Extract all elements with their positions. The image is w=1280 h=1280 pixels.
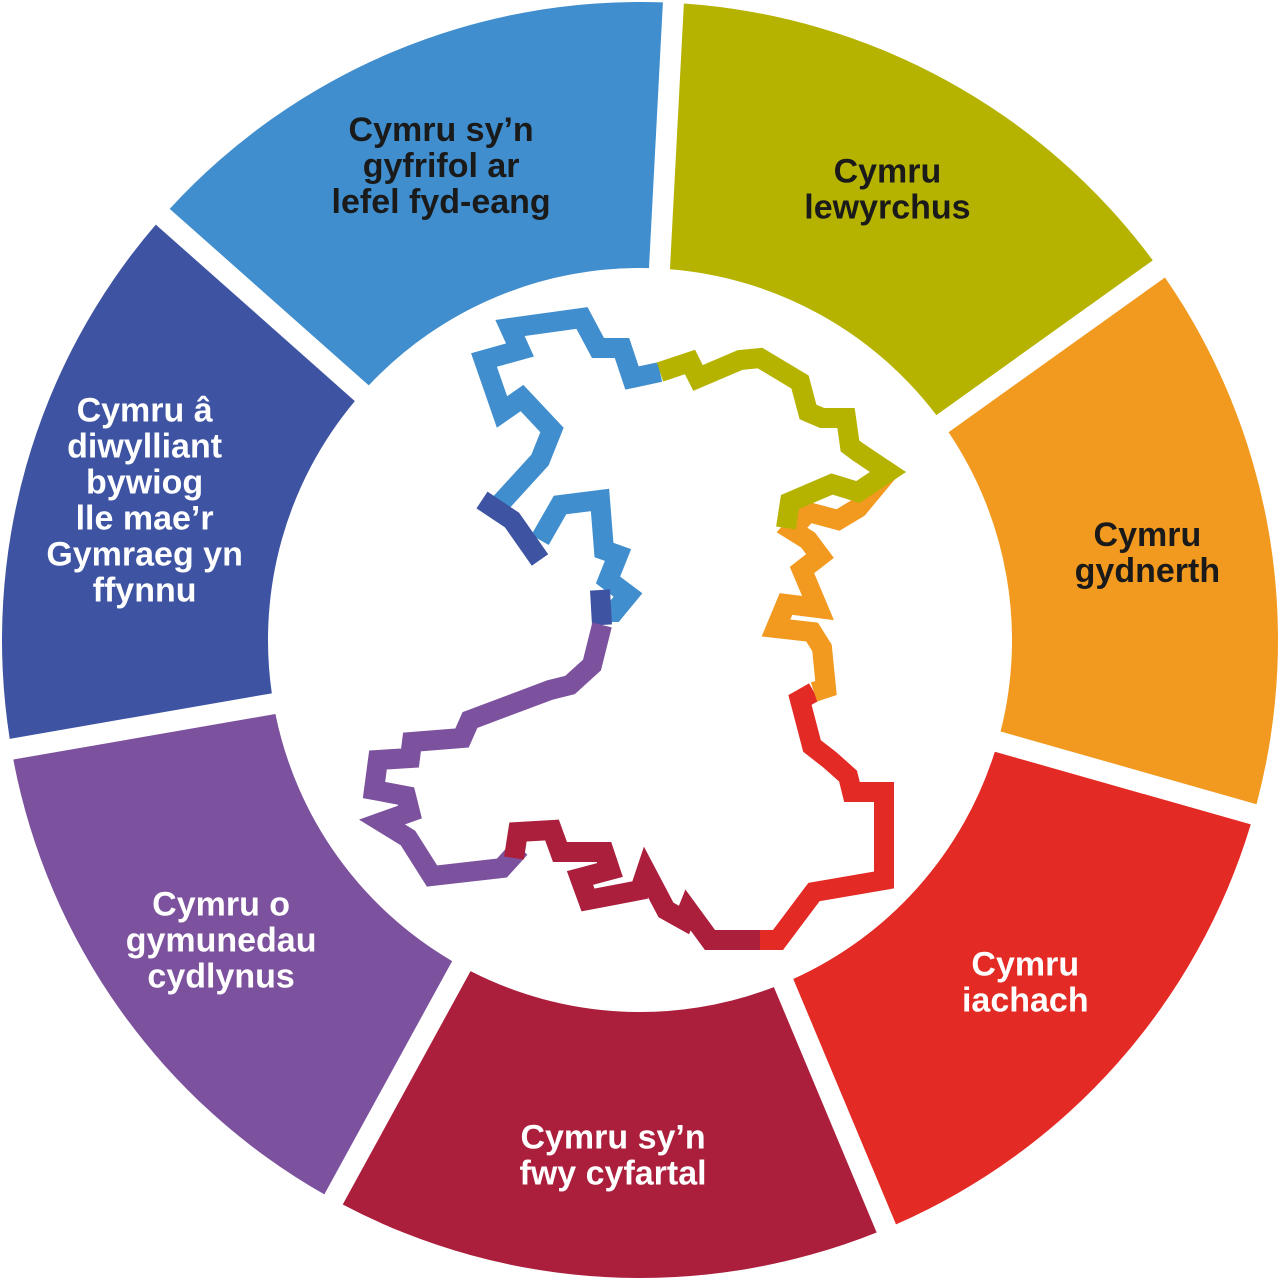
segment-label-line: lewyrchus (804, 188, 970, 226)
segment-culture (1, 224, 355, 739)
segment-label-line: Cymru sy’n (349, 111, 534, 149)
map-section-culture-2 (590, 589, 612, 626)
segment-cohesive (13, 714, 453, 1195)
segment-label-line: Gymraeg yn (46, 535, 243, 573)
segment-label-line: diwylliant (67, 427, 222, 465)
segment-healthier (793, 751, 1251, 1225)
segment-label-line: Cymru sy’n (520, 1118, 705, 1156)
segment-label-line: gyfrifol ar (363, 147, 520, 185)
segment-label-line: gymunedau (126, 922, 317, 960)
segment-prosperous (669, 3, 1153, 416)
segment-label-line: Cymru o (152, 886, 290, 924)
map-section-prosperous (656, 347, 907, 530)
map-section-culture (476, 491, 549, 566)
segment-label-line: ffynnu (93, 571, 197, 609)
map-section-global-2 (531, 488, 643, 622)
map-section-resilient (761, 465, 896, 702)
segment-label-line: cydlynus (147, 958, 294, 996)
segment-label-line: lle mae’r (76, 499, 214, 537)
segment-resilient (948, 277, 1279, 805)
wales-map-outline (359, 307, 907, 950)
map-section-cohesive (359, 622, 612, 887)
segment-label-line: Cymru (834, 152, 942, 190)
segment-more-equal (342, 971, 877, 1278)
map-section-more-equal (504, 819, 760, 950)
segment-label-line: Cymru â (77, 391, 213, 429)
segment-label-line: Cymru (1094, 516, 1202, 554)
map-section-global (471, 307, 663, 513)
segment-label-line: bywiog (86, 463, 203, 501)
segment-label-line: iachach (962, 982, 1089, 1020)
segment-label-line: gydnerth (1075, 552, 1220, 590)
segment-label-line: fwy cyfartal (520, 1154, 707, 1192)
segment-label-line: lefel fyd-eang (332, 183, 551, 221)
segment-global (169, 1, 663, 386)
segment-label-line: Cymru (971, 946, 1079, 984)
map-section-healthier (760, 683, 894, 950)
